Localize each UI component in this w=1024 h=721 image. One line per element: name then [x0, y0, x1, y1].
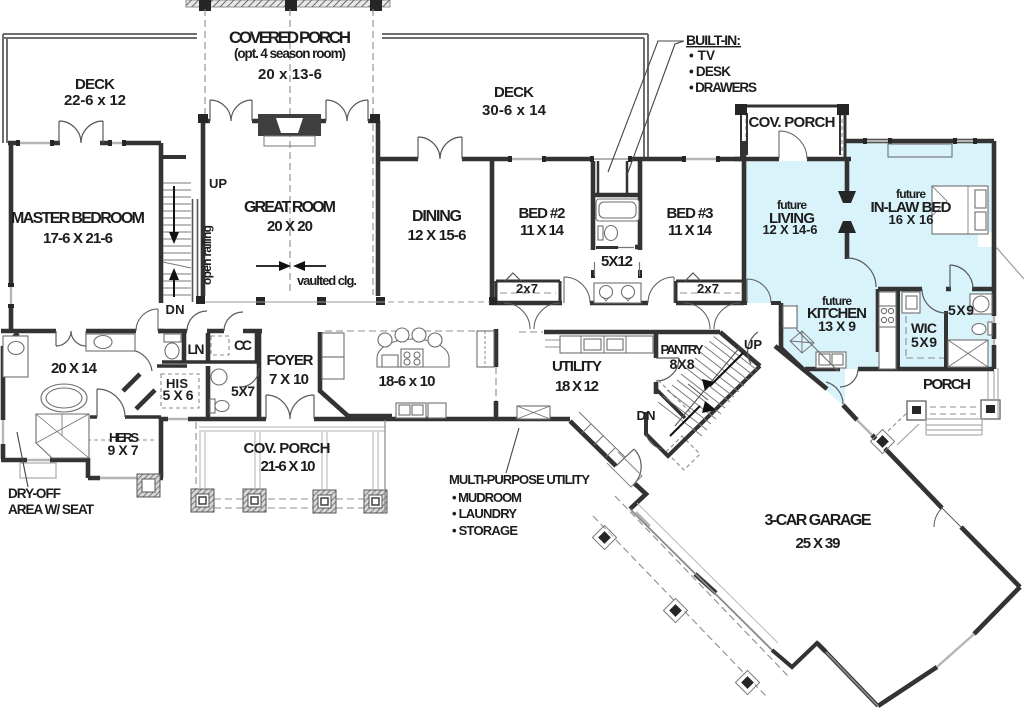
svg-text:• STORAGE: • STORAGE: [452, 523, 518, 538]
svg-text:5X12: 5X12: [601, 253, 633, 270]
svg-text:COVERED PORCH: COVERED PORCH: [229, 28, 351, 47]
svg-text:20 x 13-6: 20 x 13-6: [258, 66, 322, 83]
svg-text:11 X 14: 11 X 14: [668, 222, 713, 239]
svg-text:future: future: [896, 187, 926, 201]
svg-text:future: future: [822, 294, 852, 308]
svg-text:16 X 16: 16 X 16: [889, 212, 934, 227]
svg-text:12 X 15-6: 12 X 15-6: [408, 227, 467, 244]
svg-text:DECK: DECK: [75, 76, 115, 93]
svg-text:DINING: DINING: [412, 208, 462, 225]
svg-text:PANTRY: PANTRY: [661, 342, 704, 357]
svg-text:• TV: • TV: [689, 48, 715, 63]
svg-text:18-6 x 10: 18-6 x 10: [379, 373, 436, 390]
svg-text:3-CAR GARAGE: 3-CAR GARAGE: [765, 512, 872, 529]
svg-text:DN: DN: [637, 408, 656, 423]
svg-text:LIVING: LIVING: [769, 210, 815, 227]
svg-text:MULTI-PURPOSE UTILITY: MULTI-PURPOSE UTILITY: [449, 472, 590, 487]
svg-text:30-6 x 14: 30-6 x 14: [482, 102, 547, 119]
svg-text:17-6 X 21-6: 17-6 X 21-6: [43, 230, 113, 247]
svg-text:UTILITY: UTILITY: [552, 358, 602, 375]
svg-text:7 X 10: 7 X 10: [269, 371, 309, 388]
svg-text:20 X 20: 20 X 20: [267, 218, 313, 235]
svg-text:5 X 6: 5 X 6: [163, 387, 194, 403]
svg-text:MASTER BEDROOM: MASTER BEDROOM: [11, 210, 145, 227]
svg-text:• DRAWERS: • DRAWERS: [689, 80, 757, 95]
svg-text:• DESK: • DESK: [689, 64, 731, 79]
svg-text:BUILT-IN:: BUILT-IN:: [686, 32, 741, 48]
svg-text:BED #2: BED #2: [519, 205, 566, 222]
svg-text:COV. PORCH: COV. PORCH: [749, 114, 836, 131]
svg-text:PORCH: PORCH: [923, 376, 971, 393]
svg-text:13 X 9: 13 X 9: [818, 318, 856, 334]
svg-text:5X9: 5X9: [948, 302, 974, 318]
svg-text:2x7: 2x7: [697, 281, 719, 296]
svg-text:UP: UP: [209, 176, 227, 191]
svg-text:20 X 14: 20 X 14: [51, 360, 98, 377]
svg-text:DRY-OFF: DRY-OFF: [8, 486, 61, 501]
svg-text:COV. PORCH: COV. PORCH: [244, 440, 331, 457]
svg-text:AREA W/ SEAT: AREA W/ SEAT: [8, 502, 95, 517]
svg-text:8X8: 8X8: [670, 356, 695, 372]
svg-text:• LAUNDRY: • LAUNDRY: [452, 506, 517, 521]
svg-text:BED #3: BED #3: [667, 205, 714, 222]
svg-text:5X7: 5X7: [231, 383, 255, 399]
svg-text:9 X 7: 9 X 7: [108, 442, 139, 458]
svg-text:DN: DN: [166, 302, 185, 317]
svg-text:2x7: 2x7: [516, 281, 538, 296]
svg-text:18 X 12: 18 X 12: [555, 378, 599, 395]
svg-text:(opt. 4 season room): (opt. 4 season room): [234, 46, 346, 61]
svg-text:12 X 14-6: 12 X 14-6: [763, 222, 818, 237]
svg-text:IN-LAW BED: IN-LAW BED: [871, 199, 952, 216]
svg-text:21-6 X 10: 21-6 X 10: [261, 458, 316, 475]
svg-text:• MUDROOM: • MUDROOM: [452, 490, 522, 505]
svg-text:CC: CC: [234, 337, 252, 353]
svg-text:UP: UP: [744, 337, 762, 352]
svg-text:5X9: 5X9: [911, 334, 937, 350]
svg-text:open railing: open railing: [200, 225, 214, 285]
svg-text:HIS: HIS: [166, 376, 188, 391]
svg-text:KITCHEN: KITCHEN: [807, 305, 867, 322]
svg-text:GREAT ROOM: GREAT ROOM: [244, 199, 336, 216]
svg-text:25 X 39: 25 X 39: [796, 535, 841, 552]
svg-text:11 X 14: 11 X 14: [520, 222, 565, 239]
svg-text:LN: LN: [188, 341, 205, 357]
svg-text:future: future: [777, 198, 807, 212]
svg-text:HERS: HERS: [109, 430, 139, 445]
svg-text:vaulted clg.: vaulted clg.: [297, 273, 357, 288]
svg-text:FOYER: FOYER: [267, 352, 314, 369]
svg-text:DECK: DECK: [494, 84, 534, 101]
svg-text:22-6 x 12: 22-6 x 12: [64, 92, 126, 109]
svg-text:WIC: WIC: [911, 320, 937, 336]
